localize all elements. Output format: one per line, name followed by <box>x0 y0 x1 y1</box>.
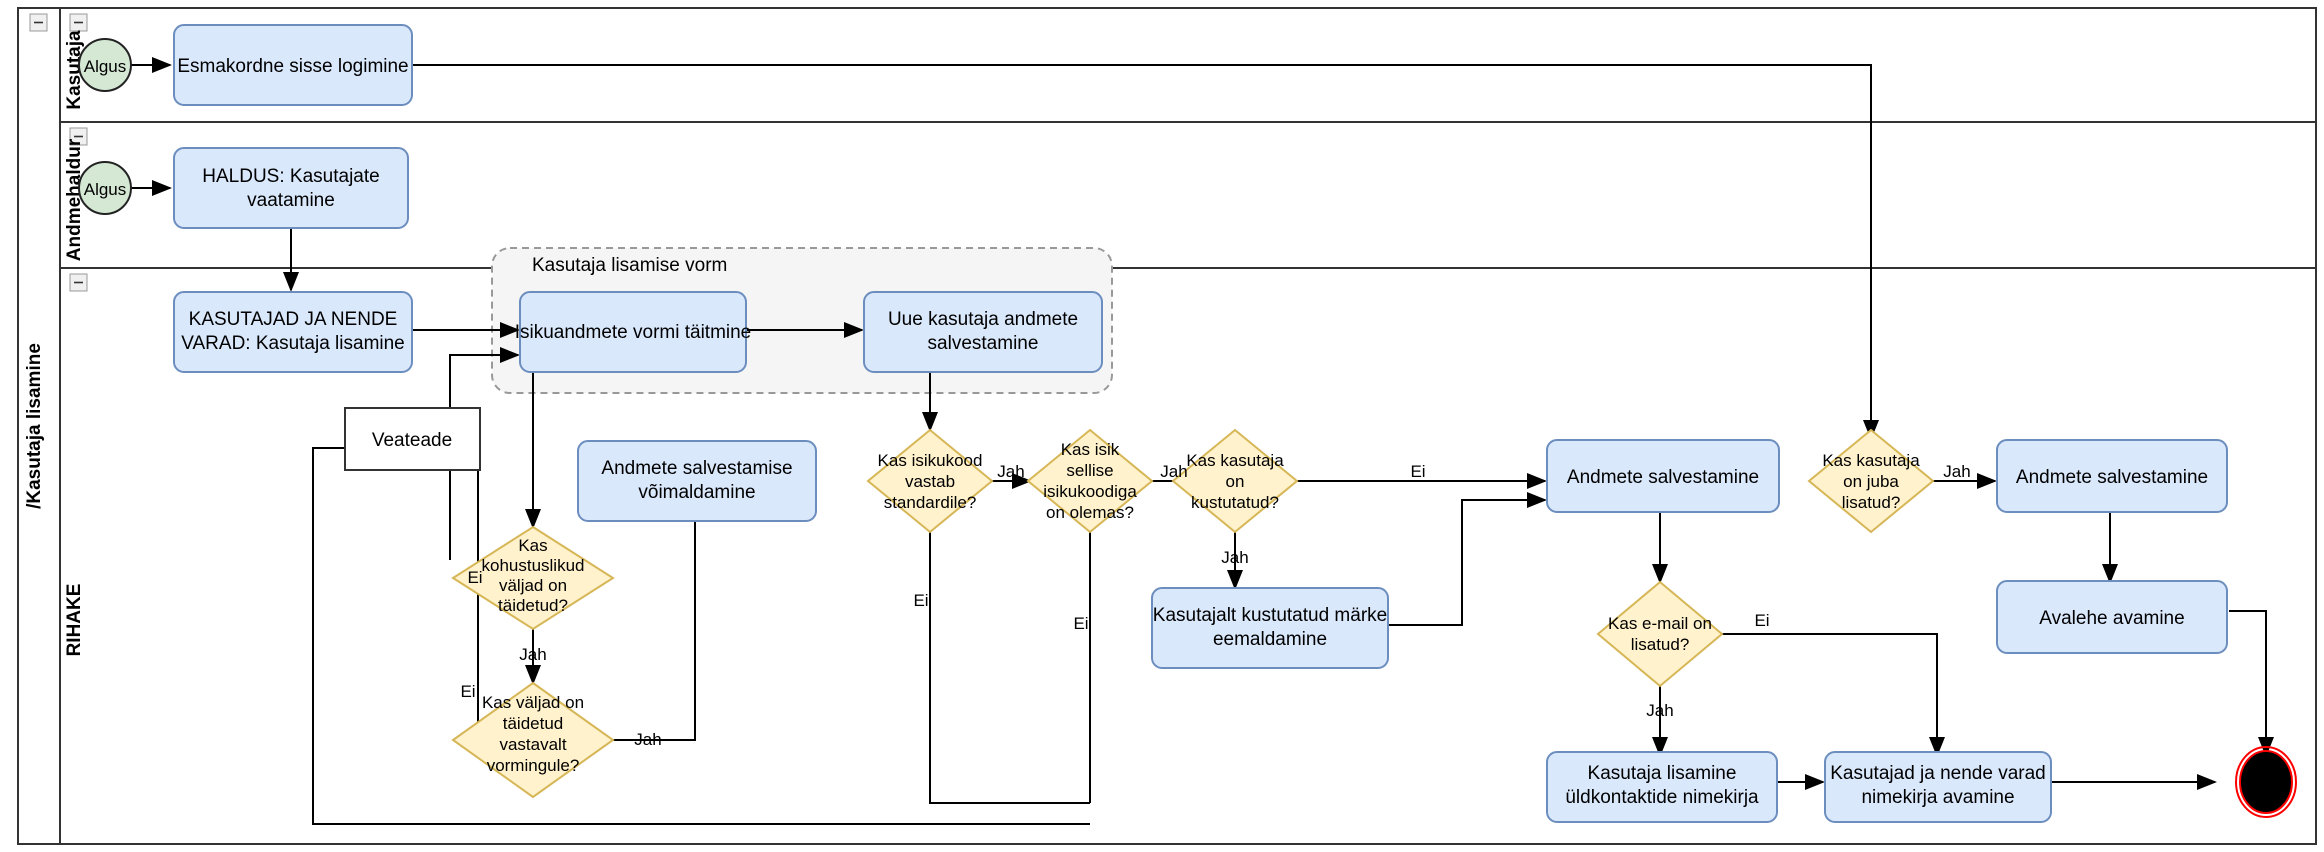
decision-label-line3: väljad on <box>499 576 567 595</box>
task-label: Andmete salvestamine <box>2016 467 2208 488</box>
decision-label-line1: Kas <box>518 536 547 555</box>
task-label: Avalehe avamine <box>2039 608 2184 629</box>
edge-labels: Ei Jah Ei Jah Jah Ei Jah Ei Ei Jah Ei Ja… <box>460 462 1970 749</box>
task-kasutajalt-kustutatud-marke-eemaldamine[interactable]: Kasutajalt kustutatud märke eemaldamine <box>1151 587 1389 669</box>
start-event-label: Algus <box>84 57 127 76</box>
node-veateade[interactable]: Veateade <box>344 407 481 471</box>
edge-label-email-ei: Ei <box>1754 611 1769 630</box>
decision-kas-kasutaja-on-juba-lisatud[interactable]: Kas kasutaja on juba lisatud? <box>1807 428 1935 534</box>
decision-label-line4: vormingule? <box>487 756 580 775</box>
task-avalehe-avamine[interactable]: Avalehe avamine <box>1996 580 2228 654</box>
task-esmakordne-sisse-logimine[interactable]: Esmakordne sisse logimine <box>173 24 413 106</box>
edge-label-email-jah: Jah <box>1646 701 1673 720</box>
task-label-line2: nimekirja avamine <box>1861 787 2014 808</box>
decision-label-line4: täidetud? <box>498 596 568 615</box>
decision-label-line3: standardile? <box>884 493 977 512</box>
task-label-line1: Kasutaja lisamine <box>1588 763 1737 784</box>
lane-label-andmehaldur: Andmehaldur <box>64 138 85 261</box>
edge-label-kohustuslikud-jah: Jah <box>519 645 546 664</box>
task-isikuandmete-vormi-taitmine[interactable]: Isikuandmete vormi täitmine <box>515 291 752 373</box>
lane-collapse-toggle-andmehaldur[interactable] <box>69 127 88 146</box>
flow-edges <box>130 57 2274 825</box>
task-label: Andmete salvestamine <box>1567 467 1759 488</box>
decision-label-line1: Kas kasutaja <box>1186 451 1284 470</box>
task-label-line1: Kasutajalt kustutatud märke <box>1153 605 1387 626</box>
decision-label-line3: isikukoodiga <box>1043 482 1137 501</box>
edge-label-isikukood-jah: Jah <box>997 462 1024 481</box>
edge-label-isik-olemas-ei: Ei <box>1073 614 1088 633</box>
edge-label-isikukood-ei: Ei <box>913 591 928 610</box>
task-label-line2: üldkontaktide nimekirja <box>1565 787 1759 808</box>
task-andmete-salvestamise-voimaldamine[interactable]: Andmete salvestamise võimaldamine <box>577 440 817 522</box>
task-uue-kasutaja-andmete-salvestamine[interactable]: Uue kasutaja andmete salvestamine <box>863 291 1103 373</box>
pool-collapse-toggle[interactable] <box>29 13 48 32</box>
start-event-kasutaja[interactable]: Algus <box>78 38 132 92</box>
decision-label-line1: Kas kasutaja <box>1822 451 1920 470</box>
lane-collapse-toggle-rihake[interactable] <box>69 273 88 292</box>
decision-label-line3: vastavalt <box>499 735 566 754</box>
decision-kas-isik-sellise-isikukoodiga-on-olemas[interactable]: Kas isik sellise isikukoodiga on olemas? <box>1026 428 1154 534</box>
task-andmete-salvestamine-2[interactable]: Andmete salvestamine <box>1996 439 2228 513</box>
decision-kas-kohustuslikud-valjad-on-taidetud[interactable]: Kas kohustuslikud väljad on täidetud? <box>451 525 615 631</box>
decision-label-line2: kohustuslikud <box>481 556 584 575</box>
edge-label-kohustuslikud-ei: Ei <box>467 568 482 587</box>
decision-label-line2: on juba <box>1843 472 1899 491</box>
task-label-line1: Andmete salvestamise <box>601 458 792 479</box>
decision-kas-isikukood-vastab-standardile[interactable]: Kas isikukood vastab standardile? <box>866 428 994 534</box>
decision-label-line1: Kas isikukood <box>878 451 983 470</box>
task-label-line2: vaatamine <box>247 190 335 211</box>
decision-label-line3: lisatud? <box>1842 493 1901 512</box>
decision-label-line2: vastab <box>905 472 955 491</box>
end-event[interactable] <box>2235 746 2297 818</box>
edge-label-vormingule-jah: Jah <box>634 730 661 749</box>
decision-label-line2: täidetud <box>503 714 564 733</box>
pool-frame <box>17 7 2317 845</box>
task-label: Esmakordne sisse logimine <box>177 56 408 77</box>
task-label-line2: eemaldamine <box>1213 629 1327 650</box>
decision-label-line2: sellise <box>1066 461 1113 480</box>
decision-label-line4: on olemas? <box>1046 503 1134 522</box>
task-andmete-salvestamine-1[interactable]: Andmete salvestamine <box>1546 439 1780 513</box>
decision-label-line2: lisatud? <box>1631 635 1690 654</box>
task-kasutajad-ja-nende-varad-nimekirja-avamine[interactable]: Kasutajad ja nende varad nimekirja avami… <box>1824 751 2052 823</box>
start-event-label: Algus <box>84 180 127 199</box>
edge-label-kustutatud-ei: Ei <box>1410 462 1425 481</box>
edge-label-kustutatud-jah: Jah <box>1221 548 1248 567</box>
lane-collapse-toggle-kasutaja[interactable] <box>69 13 88 32</box>
group-label: Kasutaja lisamise vorm <box>532 255 727 276</box>
node-label: Veateade <box>372 430 452 451</box>
task-label-line1: KASUTAJAD JA NENDE <box>189 309 398 330</box>
task-label: Isikuandmete vormi täitmine <box>515 322 752 343</box>
task-label-line1: Uue kasutaja andmete <box>888 309 1078 330</box>
decision-label-line1: Kas väljad on <box>482 693 584 712</box>
task-label-line2: salvestamine <box>928 333 1039 354</box>
decision-label-line2: on <box>1226 472 1245 491</box>
decision-kas-e-mail-on-lisatud[interactable]: Kas e-mail on lisatud? <box>1596 580 1724 688</box>
edge-label-vormingule-ei: Ei <box>460 682 475 701</box>
task-kasutajad-ja-nende-varad[interactable]: KASUTAJAD JA NENDE VARAD: Kasutaja lisam… <box>173 291 413 373</box>
start-event-andmehaldur[interactable]: Algus <box>78 161 132 215</box>
decision-label-line1: Kas e-mail on <box>1608 614 1712 633</box>
task-label-line2: VARAD: Kasutaja lisamine <box>181 333 405 354</box>
task-label-line2: võimaldamine <box>638 482 755 503</box>
task-kasutaja-lisamine-uldkontaktide-nimekirja[interactable]: Kasutaja lisamine üldkontaktide nimekirj… <box>1546 751 1778 823</box>
pool-title: /Kasutaja lisamine <box>24 343 45 509</box>
lane-label-rihake: RIHAKE <box>64 584 85 657</box>
decision-kas-valjad-on-taidetud-vastavalt-vormingule[interactable]: Kas väljad on täidetud vastavalt vorming… <box>451 681 615 799</box>
lane-label-kasutaja: Kasutaja <box>64 30 85 110</box>
task-label-line1: HALDUS: Kasutajate <box>202 166 379 187</box>
task-haldus-kasutajate-vaatamine[interactable]: HALDUS: Kasutajate vaatamine <box>173 147 409 229</box>
decision-label-line3: kustutatud? <box>1191 493 1279 512</box>
edge-label-isik-olemas-jah: Jah <box>1160 462 1187 481</box>
edge-label-juba-lisatud-jah: Jah <box>1943 462 1970 481</box>
task-label-line1: Kasutajad ja nende varad <box>1830 763 2046 784</box>
decision-kas-kasutaja-on-kustutatud[interactable]: Kas kasutaja on kustutatud? <box>1171 428 1299 534</box>
decision-label-line1: Kas isik <box>1061 440 1120 459</box>
